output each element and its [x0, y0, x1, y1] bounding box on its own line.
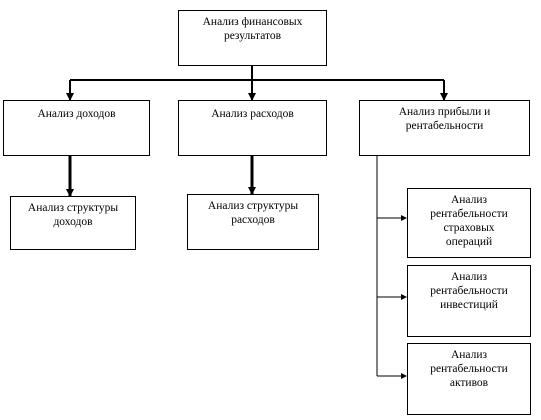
box-assets-profitability: Анализ рентабельности активов	[407, 343, 531, 415]
box-financial-results-analysis: Анализ финансовых результатов	[178, 10, 327, 66]
box-profit-profitability-analysis: Анализ прибыли и рентабельности	[359, 100, 530, 156]
box-expense-analysis: Анализ расходов	[178, 100, 327, 156]
box-expense-structure-analysis: Анализ структуры расходов	[187, 194, 319, 250]
box-insurance-operations-profitability: Анализ рентабельности страховых операций	[407, 188, 531, 258]
box-income-analysis: Анализ доходов	[3, 100, 150, 156]
box-investment-profitability: Анализ рентабельности инвестиций	[407, 265, 531, 337]
box-income-structure-analysis: Анализ структуры доходов	[10, 196, 136, 250]
